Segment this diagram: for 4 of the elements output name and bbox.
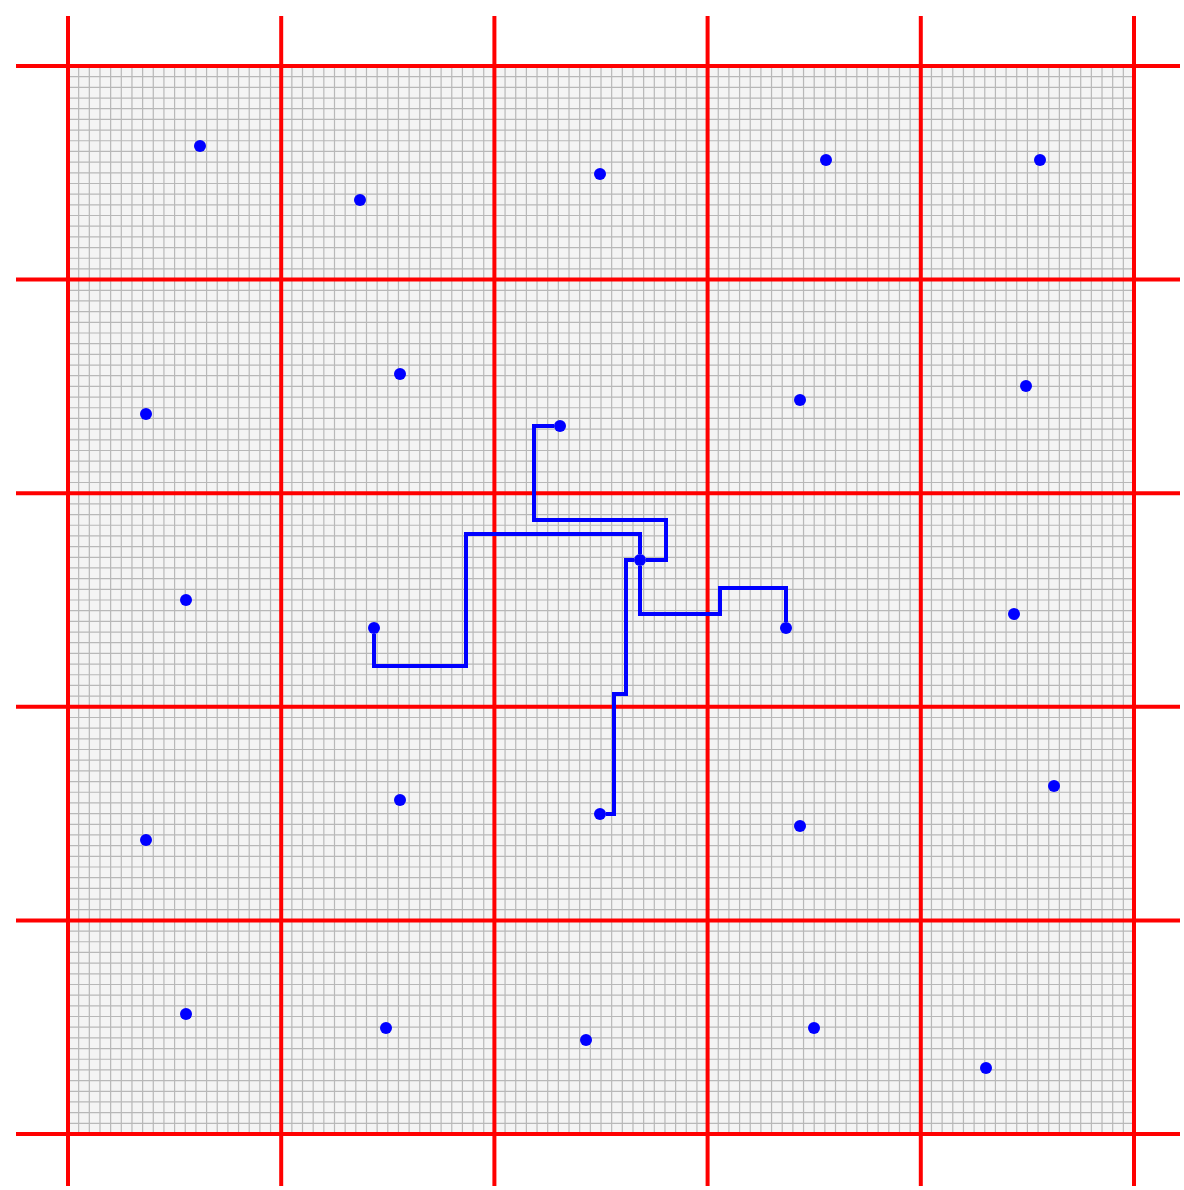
route-line (372, 532, 642, 668)
route-line (606, 558, 634, 816)
route-line (638, 566, 788, 622)
route-line (532, 424, 668, 562)
